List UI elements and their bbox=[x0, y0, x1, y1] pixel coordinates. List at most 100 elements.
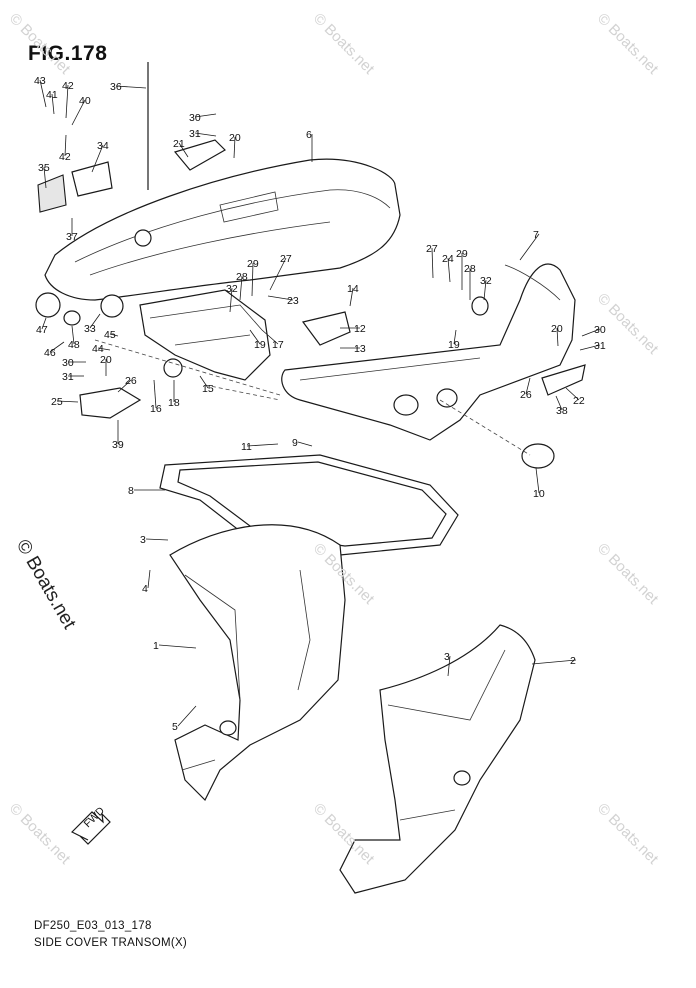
callout-number: 31 bbox=[62, 371, 74, 383]
callout-number: 32 bbox=[480, 275, 492, 287]
callout-number: 26 bbox=[520, 389, 532, 401]
callout-number: 18 bbox=[168, 397, 180, 409]
callout-number: 36 bbox=[110, 81, 122, 93]
callout-leader-line bbox=[177, 705, 197, 727]
upper-cover-part-6 bbox=[44, 158, 401, 301]
callout-number: 28 bbox=[236, 271, 248, 283]
callout-number: 31 bbox=[189, 128, 201, 140]
callout-number: 42 bbox=[59, 151, 71, 163]
callout-number: 12 bbox=[354, 323, 366, 335]
callout-number: 33 bbox=[84, 323, 96, 335]
callout-number: 23 bbox=[287, 295, 299, 307]
callout-leader-line bbox=[519, 233, 540, 261]
callout-number: 39 bbox=[112, 439, 124, 451]
callout-number: 46 bbox=[44, 347, 56, 359]
diagram-code: DF250_E03_013_178 bbox=[34, 920, 152, 932]
callout-leader-line bbox=[43, 166, 47, 189]
callout-number: 5 bbox=[172, 721, 178, 733]
callout-number: 16 bbox=[150, 403, 162, 415]
callout-number: 17 bbox=[272, 339, 284, 351]
callout-leader-line bbox=[115, 85, 147, 89]
callout-number: 42 bbox=[62, 80, 74, 92]
callout-number: 13 bbox=[354, 343, 366, 355]
callout-leader-line bbox=[147, 569, 151, 589]
fwd-arrow-icon: FWD bbox=[70, 804, 111, 845]
callout-number: 43 bbox=[34, 75, 46, 87]
callout-number: 28 bbox=[464, 263, 476, 275]
lower-side-cover-part-1 bbox=[169, 524, 346, 802]
callout-leader-line bbox=[579, 344, 601, 351]
callout-leader-line bbox=[249, 329, 261, 345]
callout-number: 30 bbox=[62, 357, 74, 369]
callout-number: 9 bbox=[292, 437, 298, 449]
rear-side-cover-part-7 bbox=[281, 263, 576, 441]
figure-title: FIG.178 bbox=[28, 42, 108, 65]
callout-leader-line bbox=[483, 279, 487, 301]
callout-number: 20 bbox=[551, 323, 563, 335]
callout-leader-line bbox=[39, 79, 47, 108]
callout-leader-line bbox=[89, 313, 101, 329]
callout-number: 31 bbox=[594, 340, 606, 352]
callout-leader-line bbox=[229, 287, 233, 313]
callout-number: 6 bbox=[306, 129, 312, 141]
callout-leader-line bbox=[178, 142, 189, 158]
callout-number: 7 bbox=[533, 229, 539, 241]
callout-leader-line bbox=[109, 333, 119, 337]
callout-leader-line bbox=[447, 257, 451, 283]
callout-leader-line bbox=[581, 328, 601, 337]
callout-number: 32 bbox=[226, 283, 238, 295]
callout-leader-line bbox=[349, 287, 354, 307]
callout-leader-line bbox=[194, 132, 217, 137]
callout-number: 29 bbox=[247, 258, 259, 270]
callout-number: 27 bbox=[280, 253, 292, 265]
callout-leader-line bbox=[565, 387, 580, 401]
callout-leader-line bbox=[239, 275, 243, 301]
callout-number: 20 bbox=[229, 132, 241, 144]
callout-leader-line bbox=[233, 136, 236, 159]
callout-number: 45 bbox=[104, 329, 116, 341]
callout-leader-line bbox=[41, 317, 47, 330]
callout-leader-line bbox=[49, 341, 65, 353]
callout-leader-line bbox=[431, 247, 434, 279]
callout-number: 48 bbox=[68, 339, 80, 351]
callout-leader-line bbox=[525, 377, 531, 395]
lower-side-cover-part-2 bbox=[339, 624, 536, 894]
callout-number: 10 bbox=[533, 488, 545, 500]
callout-leader-line bbox=[246, 443, 279, 447]
callout-number: 3 bbox=[444, 651, 450, 663]
callout-number: 34 bbox=[97, 140, 109, 152]
callout-leader-line bbox=[71, 325, 75, 345]
latch-parts bbox=[35, 62, 586, 469]
callout-number: 15 bbox=[202, 383, 214, 395]
callout-leader-line bbox=[267, 295, 294, 301]
callout-leader-line bbox=[97, 347, 111, 351]
callout-leader-line bbox=[199, 375, 209, 389]
callout-leader-line bbox=[269, 257, 287, 291]
callout-number: 29 bbox=[456, 248, 468, 260]
callout-number: 11 bbox=[241, 441, 252, 453]
callout-number: 35 bbox=[38, 162, 50, 174]
callout-leader-line bbox=[117, 379, 132, 393]
callout-number: 25 bbox=[51, 396, 63, 408]
callout-number: 41 bbox=[46, 89, 58, 101]
callout-leader-line bbox=[158, 644, 197, 649]
callout-leader-line bbox=[153, 379, 157, 409]
callout-number: 40 bbox=[79, 95, 91, 107]
diagram-caption: SIDE COVER TRANSOM(X) bbox=[34, 937, 188, 949]
callout-leader-line bbox=[56, 400, 79, 403]
callout-number: 22 bbox=[573, 395, 585, 407]
callout-leader-line bbox=[194, 113, 217, 118]
callout-leader-line bbox=[65, 84, 69, 119]
callout-number: 19 bbox=[448, 339, 460, 351]
callout-leader-line bbox=[447, 655, 451, 677]
callout-leader-line bbox=[555, 395, 563, 411]
callout-leader-line bbox=[556, 327, 559, 347]
callout-number: 30 bbox=[189, 112, 201, 124]
alignment-lines bbox=[94, 339, 531, 456]
callout-leader-line bbox=[51, 93, 55, 115]
mid-bracket-part-15 bbox=[139, 289, 271, 381]
callout-number: 21 bbox=[173, 138, 185, 150]
callout-number: 26 bbox=[125, 375, 137, 387]
